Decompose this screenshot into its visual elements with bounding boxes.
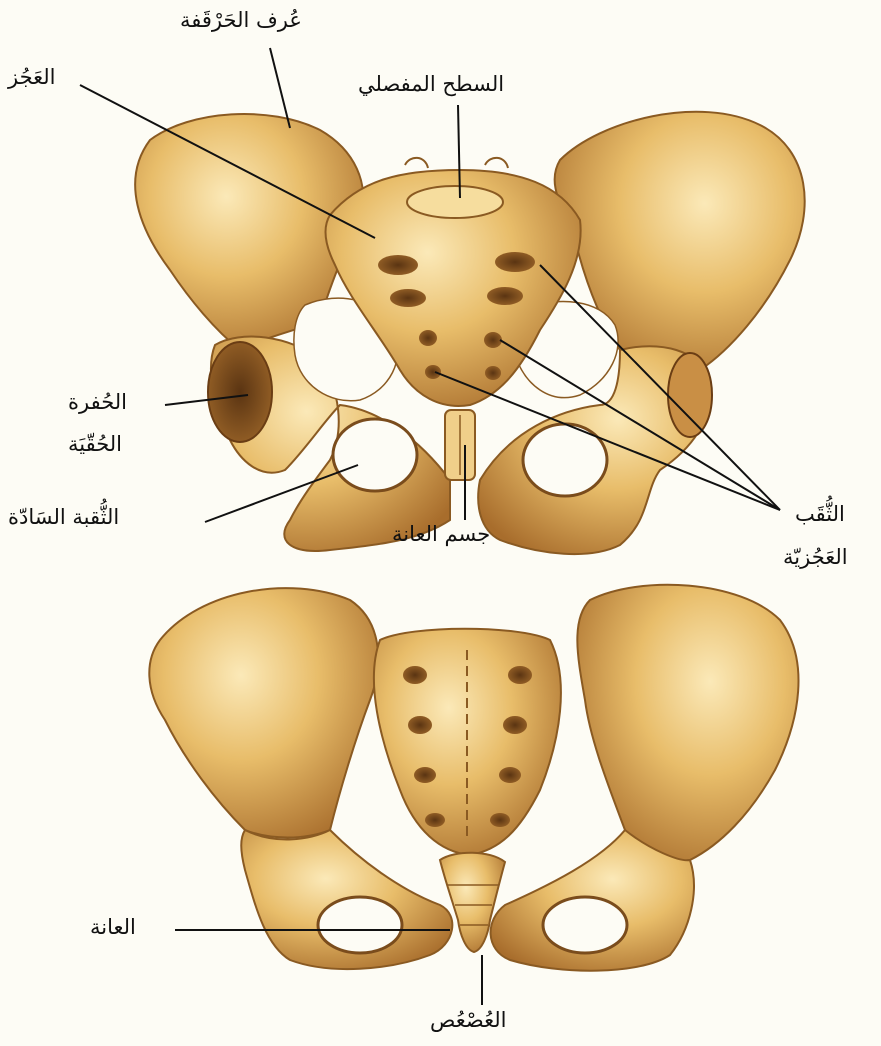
top-pelvis bbox=[135, 112, 805, 554]
label-obturator-foramen: الثُّقبة السَادّة bbox=[8, 505, 119, 530]
right-ilium-back bbox=[577, 585, 798, 861]
label-iliac-crest: عُرف الحَرْقَفة bbox=[180, 8, 302, 33]
label-pubis: العانة bbox=[90, 915, 136, 940]
sacrum-back bbox=[374, 629, 561, 855]
label-sacrum: العَجُز bbox=[8, 65, 56, 90]
acetabulum bbox=[208, 342, 272, 442]
bottom-pelvis bbox=[149, 585, 798, 971]
left-ilium-back bbox=[149, 588, 378, 837]
left-obturator-back bbox=[318, 897, 402, 953]
sacral-processes bbox=[405, 158, 508, 168]
right-acetabulum bbox=[668, 353, 712, 437]
label-acetabulum-line2: الحُقّيَة bbox=[68, 432, 122, 457]
label-acetabulum-line1: الحُفرة bbox=[68, 390, 127, 415]
right-obturator-back bbox=[543, 897, 627, 953]
label-sacral-foramina-line1: الثُّقَب bbox=[795, 502, 845, 527]
label-sacral-foramina-line2: العَجُزيّة bbox=[783, 545, 848, 570]
left-obturator-foramen bbox=[333, 419, 417, 491]
articular-surface bbox=[407, 186, 503, 218]
label-pubic-body: جسم العانة bbox=[392, 522, 490, 547]
label-coccyx: العُصْعُص bbox=[430, 1008, 506, 1033]
label-articular-surface: السطح المفصلي bbox=[358, 72, 504, 97]
